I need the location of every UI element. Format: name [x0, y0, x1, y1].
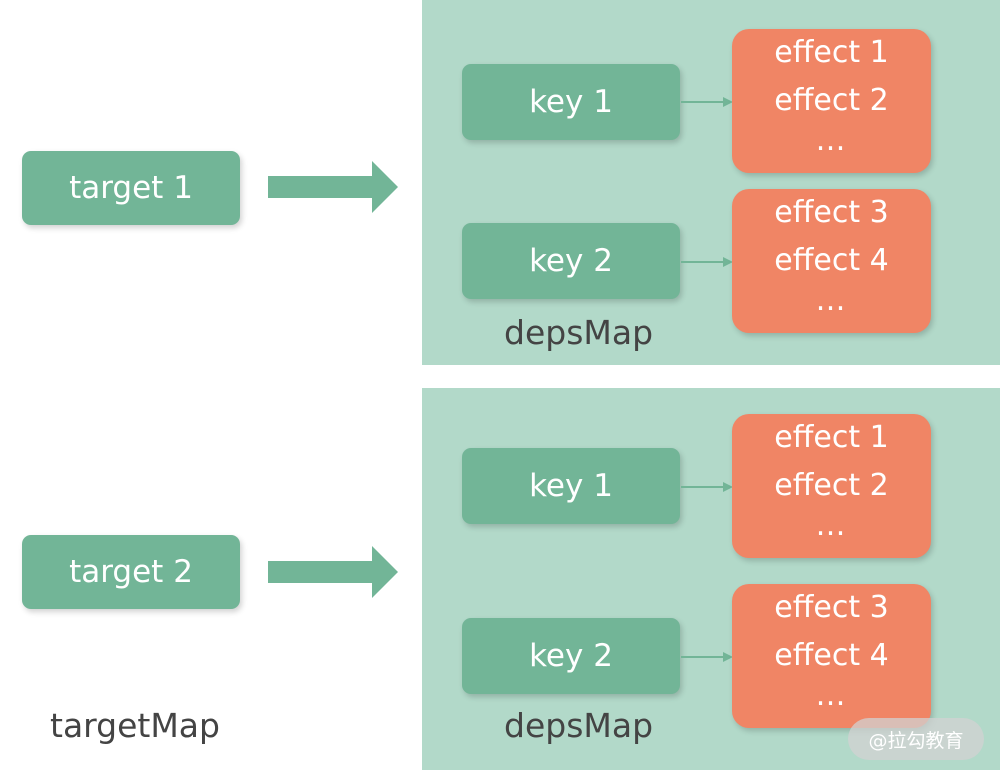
effect-label: effect 2 [774, 468, 889, 503]
target-box-2: target 2 [22, 535, 240, 609]
effect-label: effect 4 [774, 638, 889, 673]
deps-map-label-2: depsMap [504, 706, 654, 745]
small-arrow-icon-1-2 [681, 257, 733, 267]
effects-box-1-2: effect 3 effect 4 … [732, 189, 931, 333]
small-arrow-icon-1-1 [681, 97, 733, 107]
effect-label: effect 1 [774, 35, 889, 70]
effect-label: effect 4 [774, 243, 889, 278]
key-box-2-1: key 1 [462, 448, 680, 524]
effect-label: effect 2 [774, 83, 889, 118]
effect-label: effect 3 [774, 195, 889, 230]
effect-ellipsis: … [815, 508, 848, 543]
key-box-1-1: key 1 [462, 64, 680, 140]
effect-label: effect 1 [774, 420, 889, 455]
effect-label: effect 3 [774, 590, 889, 625]
key-box-2-2: key 2 [462, 618, 680, 694]
small-arrow-icon-2-1 [681, 482, 733, 492]
effects-box-1-1: effect 1 effect 2 … [732, 29, 931, 173]
effects-box-2-1: effect 1 effect 2 … [732, 414, 931, 558]
deps-map-label-1: depsMap [504, 313, 654, 352]
effect-ellipsis: … [815, 123, 848, 158]
big-arrow-icon-2 [268, 546, 398, 598]
target-map-label: targetMap [50, 706, 220, 745]
effect-ellipsis: … [815, 678, 848, 713]
target-box-1: target 1 [22, 151, 240, 225]
small-arrow-icon-2-2 [681, 652, 733, 662]
watermark-badge: @拉勾教育 [848, 718, 984, 760]
effects-box-2-2: effect 3 effect 4 … [732, 584, 931, 728]
big-arrow-icon-1 [268, 161, 398, 213]
key-box-1-2: key 2 [462, 223, 680, 299]
effect-ellipsis: … [815, 283, 848, 318]
